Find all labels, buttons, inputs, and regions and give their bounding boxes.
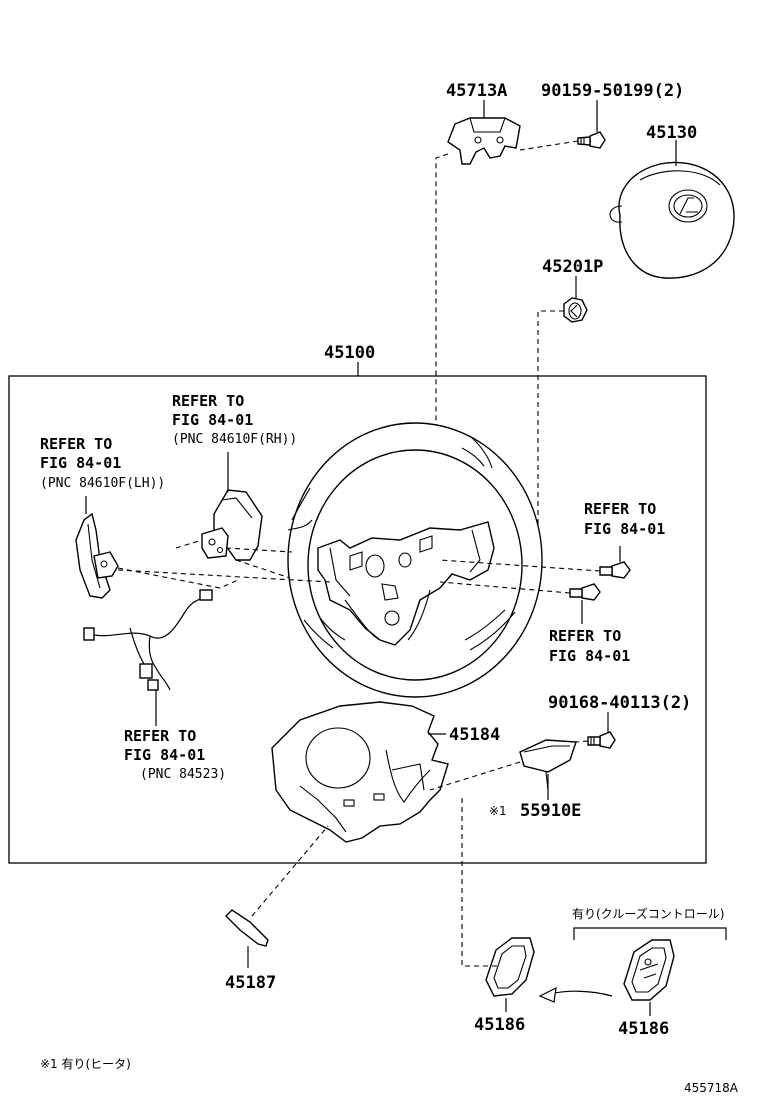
steering-wheel: [287, 422, 543, 698]
label-45184: 45184: [449, 725, 500, 745]
dash-45201p: [537, 310, 564, 566]
label-45187: 45187: [225, 973, 276, 993]
bolt-90168: [587, 731, 616, 749]
part-45713a: [447, 117, 521, 165]
paddle-lh: [75, 512, 119, 599]
label-90168: 90168-40113(2): [548, 693, 691, 713]
part-45184: [271, 701, 449, 843]
label-90159: 90159-50199(2): [541, 81, 684, 101]
dash-90159: [519, 140, 579, 151]
dash-45713a: [435, 153, 449, 546]
label-45201p: 45201P: [542, 257, 603, 277]
dash-lh: [117, 567, 239, 589]
label-45713a: 45713A: [446, 81, 507, 101]
ref-right-upper-line2: FIG 84-01: [584, 520, 665, 538]
dash-rh2: [235, 559, 291, 579]
part-55910e: [519, 739, 577, 791]
screw-lower: [569, 583, 601, 601]
harness-84523: [83, 589, 213, 691]
ref-lh-line3: (PNC 84610F(LH)): [40, 476, 165, 491]
swap-arrowhead: [538, 986, 557, 1003]
ref-rh-line2: FIG 84-01: [172, 411, 253, 429]
dash-45187: [251, 825, 329, 917]
ref-rh-line1: REFER TO: [172, 392, 244, 410]
ref-lh-line2: FIG 84-01: [40, 454, 121, 472]
bolt-90159: [577, 131, 606, 149]
ref-rh-line3: (PNC 84610F(RH)): [172, 432, 297, 447]
ref-harness-line3: (PNC 84523): [140, 767, 226, 782]
ref-harness-line2: FIG 84-01: [124, 746, 205, 764]
paddle-rh: [201, 489, 263, 561]
ref-right-lower-line2: FIG 84-01: [549, 647, 630, 665]
swap-arrow: [549, 990, 613, 997]
dash-rh: [175, 539, 293, 553]
label-55910e: 55910E: [520, 801, 581, 821]
ref-lh-line1: REFER TO: [40, 435, 112, 453]
cruise-bracket: [573, 927, 727, 940]
label-45130: 45130: [646, 123, 697, 143]
part-45186-a: [485, 937, 535, 997]
dash-45186: [461, 798, 500, 967]
dash-55910e: [429, 761, 521, 791]
figure-id: 455718A: [684, 1081, 739, 1095]
footnote: ※1 有り(ヒータ): [40, 1057, 131, 1071]
ref-harness-line1: REFER TO: [124, 727, 196, 745]
label-45186-a: 45186: [474, 1015, 525, 1035]
ref-right-lower-line1: REFER TO: [549, 627, 621, 645]
dash-90168: [575, 740, 589, 743]
part-45186-b: [623, 939, 675, 1001]
label-45100: 45100: [324, 343, 375, 363]
part-45187: [225, 909, 269, 947]
label-55910e-mark: ※1: [489, 804, 507, 818]
ref-right-upper-line1: REFER TO: [584, 500, 656, 518]
dash-screw-lower: [439, 581, 571, 594]
screw-upper: [599, 561, 631, 579]
part-45201p: [563, 297, 588, 323]
cruise-note: 有り(クルーズコントロール): [572, 906, 724, 921]
label-45186-b: 45186: [618, 1019, 669, 1039]
part-45130: [609, 161, 735, 279]
